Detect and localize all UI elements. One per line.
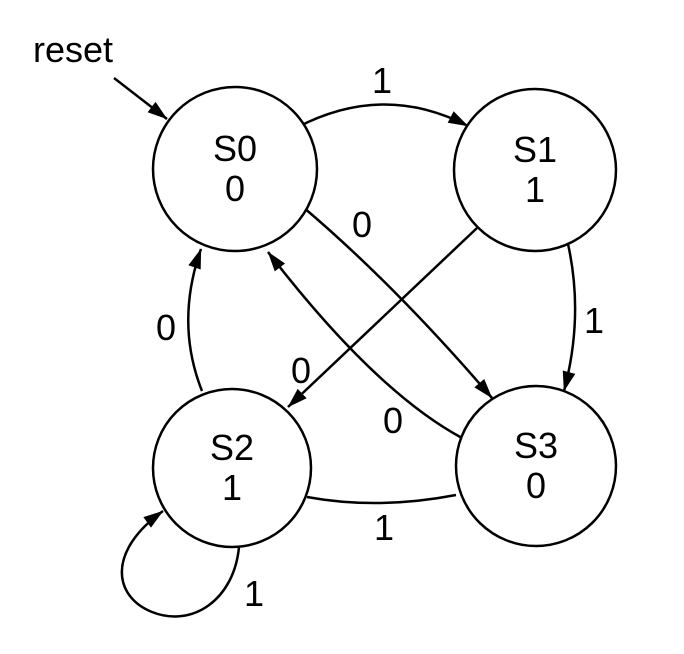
reset-layer: reset xyxy=(33,29,168,120)
transition-input-label-S0-S3: 0 xyxy=(352,204,372,245)
transitions-layer xyxy=(120,103,577,618)
transition-S3-S2 xyxy=(306,493,457,505)
state-output-S0: 0 xyxy=(225,168,245,209)
state-name-S2: S2 xyxy=(210,427,254,468)
transition-labels-layer: 1 0 1 0 0 0 1 1 xyxy=(156,60,604,614)
reset-label: reset xyxy=(33,29,113,70)
state-circle-S3 xyxy=(454,384,618,548)
state-name-S0: S0 xyxy=(213,128,257,169)
transition-input-label-S2-S0: 0 xyxy=(156,307,176,348)
reset-arrow xyxy=(113,77,168,120)
transition-S3-S0 xyxy=(267,251,463,440)
transition-S2-S0 xyxy=(187,248,204,392)
transition-input-label-S2-S2: 1 xyxy=(244,573,264,614)
state-circle-S2 xyxy=(151,387,313,549)
state-output-S2: 1 xyxy=(222,467,242,508)
transition-S2-S2 xyxy=(120,509,241,618)
transition-input-label-S3-S0: 0 xyxy=(383,400,403,441)
transition-S1-S3 xyxy=(562,243,577,392)
state-name-S1: S1 xyxy=(513,129,557,170)
transition-input-label-S3-S2: 1 xyxy=(374,507,394,548)
transition-input-label-S0-S1: 1 xyxy=(372,60,392,101)
transition-S1-S2 xyxy=(287,227,478,408)
transition-S0-S1 xyxy=(295,103,469,130)
state-circle-S1 xyxy=(452,87,618,253)
transition-input-label-S1-S2: 0 xyxy=(291,350,311,391)
state-output-S3: 0 xyxy=(526,465,546,506)
state-circle-S0 xyxy=(151,85,319,253)
state-name-S3: S3 xyxy=(514,425,558,466)
transition-S0-S3 xyxy=(302,206,493,399)
state-output-S1: 1 xyxy=(525,169,545,210)
transition-input-label-S1-S3: 1 xyxy=(584,300,604,341)
